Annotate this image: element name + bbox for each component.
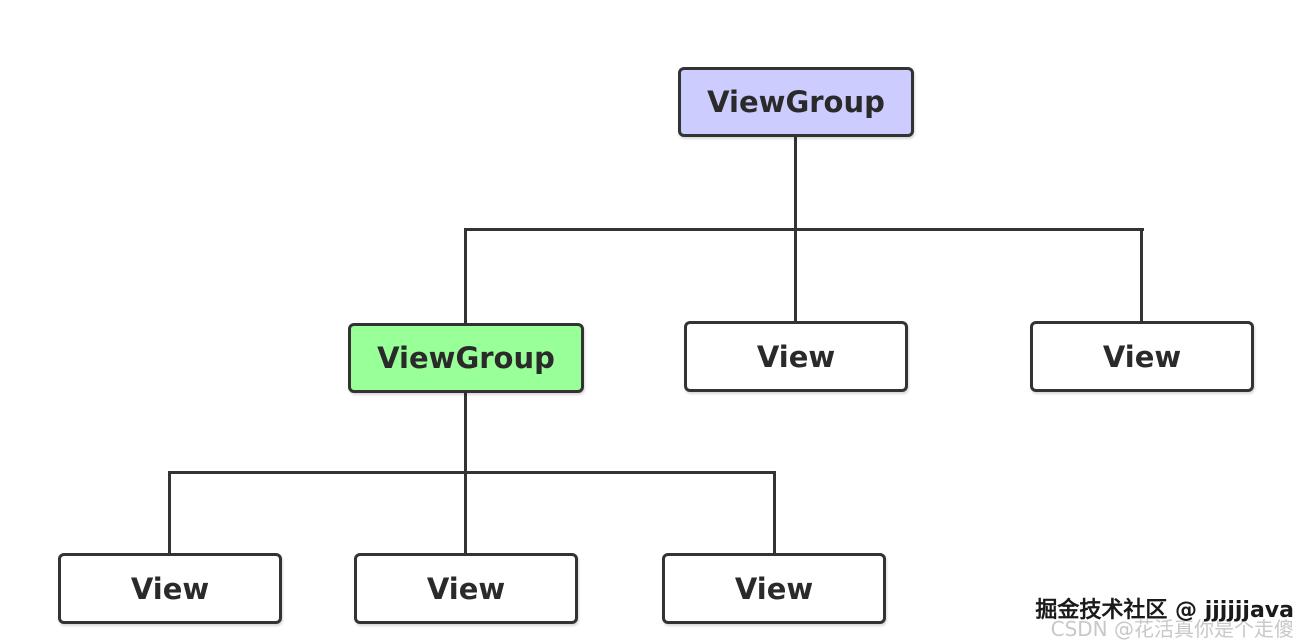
connector-root-bus — [464, 228, 1144, 231]
node-label: View — [1102, 339, 1182, 374]
root-viewgroup-node: ViewGroup — [678, 67, 914, 137]
connector-child-group-bus — [168, 471, 776, 474]
leaf-view-node-2: View — [354, 553, 578, 624]
leaf-view-node-1: View — [58, 553, 282, 624]
node-label: View — [426, 571, 506, 606]
connector-to-leaf-view-3 — [773, 471, 776, 557]
connector-to-child-view-2 — [1140, 228, 1143, 324]
node-label: View — [734, 571, 814, 606]
child-view-node-2: View — [1030, 321, 1254, 392]
connector-to-leaf-view-2 — [464, 471, 467, 557]
leaf-view-node-3: View — [662, 553, 886, 624]
child-view-node-1: View — [684, 321, 908, 392]
node-label: View — [130, 571, 210, 606]
node-label: ViewGroup — [377, 341, 555, 375]
child-viewgroup-node: ViewGroup — [348, 323, 584, 393]
node-label: View — [756, 339, 836, 374]
connector-to-child-view-1 — [794, 228, 797, 324]
node-label: ViewGroup — [707, 85, 885, 119]
connector-to-leaf-view-1 — [168, 471, 171, 557]
connector-root-down — [794, 135, 797, 231]
connector-to-child-group — [464, 228, 467, 326]
watermark-juejin: 掘金技术社区 @ jjjjjjava — [1035, 598, 1294, 623]
watermark-csdn: CSDN @花活真你是个走傻 — [1050, 617, 1294, 641]
connector-child-group-down — [464, 390, 467, 474]
